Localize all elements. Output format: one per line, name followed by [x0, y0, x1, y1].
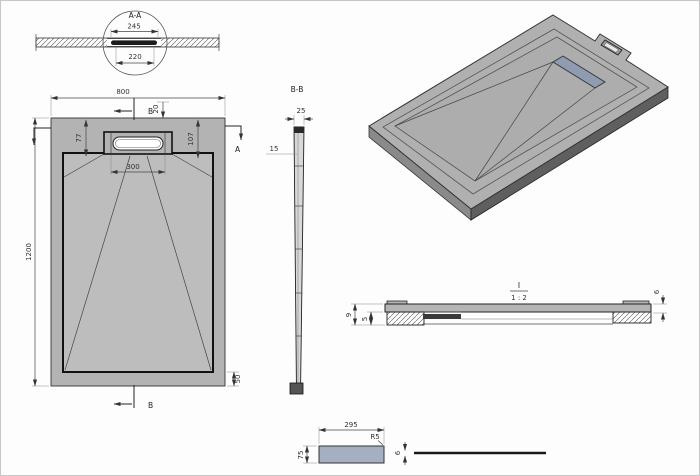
- dim-6-thickness: 6: [394, 450, 402, 455]
- section-bb-rim-cap: [294, 127, 304, 133]
- drain-cover-plan: [318, 445, 385, 464]
- dim-295: 295: [344, 421, 357, 429]
- dim-9: 9: [345, 313, 353, 317]
- dim-245: 245: [127, 23, 140, 31]
- dim-20: 20: [152, 105, 160, 114]
- dim-75: 75: [297, 451, 305, 460]
- dim-6-edge: 6: [653, 289, 661, 294]
- section-b-bottom-label: B: [148, 401, 153, 410]
- plan-view: 800 1200 77 107 300 50 20 B B: [25, 88, 244, 410]
- detail-aa-label: A-A: [129, 11, 143, 20]
- section-a-label: A: [235, 145, 241, 154]
- floor-plate-section: [384, 303, 652, 313]
- dim-107: 107: [187, 132, 195, 145]
- dim-5: 5: [361, 317, 369, 321]
- dim-300: 300: [126, 163, 139, 171]
- isometric-view: [368, 14, 669, 221]
- detail-i-label: I: [518, 281, 520, 290]
- section-bb-foot: [289, 382, 304, 395]
- drain-cover-section-lens: [111, 40, 157, 45]
- section-a-left-marker: [31, 127, 51, 146]
- section-bb-label: B-B: [291, 85, 304, 94]
- dim-r5: R5: [370, 433, 379, 441]
- detail-circle: [102, 10, 168, 76]
- detail-i-scale: 1 : 2: [511, 294, 527, 302]
- dim-800: 800: [116, 88, 129, 96]
- dim-220: 220: [128, 53, 141, 61]
- dim-15: 15: [270, 145, 279, 153]
- dim-25: 25: [297, 107, 306, 115]
- iso-drain-cover: [552, 55, 606, 89]
- detail-i-view: I 1 : 2 6 9 5: [345, 281, 667, 326]
- dim-50: 50: [234, 375, 242, 384]
- section-b-top-label: B: [148, 107, 153, 116]
- drain-cover-section: [423, 314, 461, 319]
- section-bb-body: [293, 126, 305, 394]
- cover-detail-view: 295 75 R5 6: [297, 421, 546, 465]
- dim-77: 77: [75, 134, 83, 143]
- section-a-right-marker: [225, 125, 244, 141]
- detail-aa-view: A-A 245 220: [35, 10, 220, 76]
- tray-floor: [62, 152, 214, 373]
- section-bb-view: B-B 25 15: [266, 85, 313, 395]
- dim-1200: 1200: [25, 243, 33, 261]
- iso-inner-rim: [382, 28, 650, 195]
- drain-grate: [112, 136, 164, 151]
